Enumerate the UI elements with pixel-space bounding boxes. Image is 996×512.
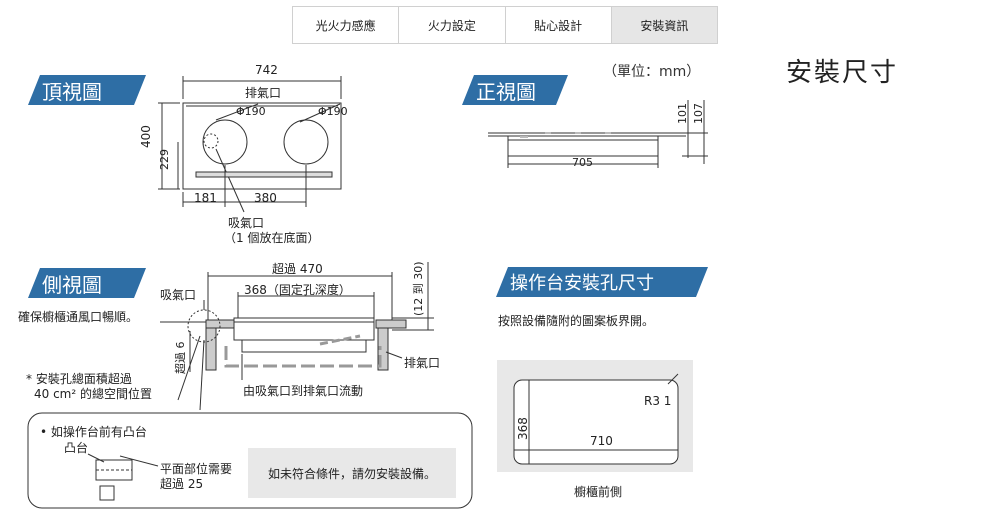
page-title: 安裝尺寸 [786, 58, 899, 88]
side-flow-note: 由吸氣口到排氣口流動 [243, 384, 364, 398]
top-height-center: 229 [158, 149, 171, 170]
bump-label: 凸台 [64, 441, 89, 455]
side-over-6: 超過 6 [174, 341, 187, 375]
side-hob-body [233, 317, 375, 341]
unit-label: （單位：mm） [603, 64, 701, 80]
bump-note-box [27, 412, 473, 509]
cutout-height: 368 [516, 417, 530, 440]
side-over-470: 超過 470 [272, 262, 323, 276]
side-range: (12 到 30) [412, 261, 425, 316]
tab-heat-sensing[interactable]: 光火力感應 [293, 7, 400, 43]
top-dia-left: Φ190 [236, 105, 266, 118]
burner-left [202, 119, 248, 165]
side-area-note-2: 40 cm² 的總空間位置 [34, 387, 152, 401]
tab-bar: 光火力感應 火力設定 貼心設計 安裝資訊 [292, 6, 718, 44]
top-width-dim: 742 [255, 63, 278, 77]
flat-note-2: 超過 25 [160, 477, 204, 491]
front-width-dim: 705 [572, 156, 593, 169]
front-h2: 107 [692, 103, 705, 124]
side-intake-label: 吸氣口 [160, 288, 197, 302]
burner-right [283, 119, 329, 165]
tab-install-info[interactable]: 安裝資訊 [611, 7, 717, 43]
tab-thoughtful-design[interactable]: 貼心設計 [506, 7, 612, 43]
cutout-instruction: 按照設備隨附的圖案板界開。 [498, 314, 655, 328]
top-exhaust-label: 排氣口 [245, 86, 282, 100]
top-height-total: 400 [139, 125, 153, 148]
badge-top-view: 頂視圖 [28, 75, 146, 105]
top-intake-note: （1 個放在底面） [224, 231, 320, 245]
cutout-width: 710 [590, 434, 613, 448]
side-exhaust-label: 排氣口 [404, 356, 441, 370]
badge-cutout: 操作台安裝孔尺寸 [496, 267, 708, 297]
front-view-body [507, 135, 659, 157]
front-h1: 101 [676, 103, 689, 124]
top-dia-right: Φ190 [318, 105, 348, 118]
cutout-radius: R3 1 [644, 394, 672, 408]
flat-note-1: 平面部位需要 [160, 462, 233, 476]
side-depth: 368（固定孔深度） [244, 283, 351, 297]
top-intake-label: 吸氣口 [228, 216, 265, 230]
top-view-outline [182, 102, 342, 190]
bump-title: • 如操作台前有凸台 [40, 425, 147, 439]
badge-front-view: 正視圖 [462, 75, 568, 105]
badge-side-view: 側視圖 [28, 268, 146, 298]
cabinet-front-label: 櫥櫃前側 [574, 485, 623, 499]
top-spacing: 380 [254, 191, 277, 205]
side-area-note-1: * 安裝孔總面積超過 [26, 372, 132, 386]
top-offset-left: 181 [194, 191, 217, 205]
tab-heat-settings[interactable]: 火力設定 [399, 7, 506, 43]
warning-note: 如未符合條件，請勿安裝設備。 [248, 448, 456, 498]
side-ventilation-note: 確保櫥櫃通風口暢順。 [18, 310, 139, 324]
cutout-hole [513, 379, 679, 465]
